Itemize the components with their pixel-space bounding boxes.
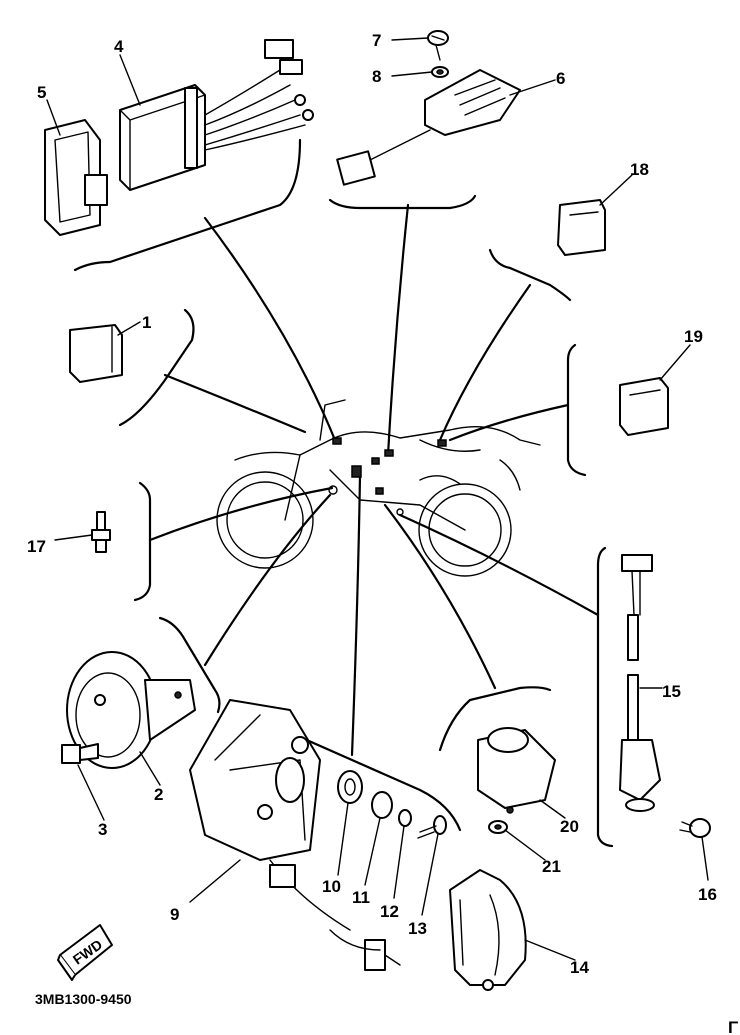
callout-7: 7 [372,31,381,50]
part-6-rectifier [336,69,521,186]
callout-10: 10 [322,877,341,896]
mount-point [351,465,362,478]
brace-15 [596,546,614,848]
callout-12: 12 [380,902,399,921]
callout-20: 20 [560,817,579,836]
callout-19: 19 [684,327,703,346]
part-5-cover [44,119,108,236]
callout-21: 21 [542,857,561,876]
callout-1: 1 [142,313,151,332]
callout-numbers: 1 2 3 4 5 6 7 8 9 10 11 12 13 14 15 16 1… [27,31,717,977]
brace-top-center [328,194,477,210]
group-braces [73,138,614,848]
callout-17: 17 [27,537,46,556]
callout-15: 15 [662,682,681,701]
brace-20 [438,686,552,752]
motorcycle-outline [216,399,541,577]
part-2-horn [66,651,196,769]
callout-8: 8 [372,67,381,86]
callout-leaders [46,37,709,961]
part-20-buzzer [477,727,556,814]
part-3-bolt [61,743,99,764]
part-8-washer [431,66,449,78]
part-15-sensor [619,554,661,812]
brace-right-19 [566,343,587,477]
part-1-flasher-relay [69,324,123,383]
part-code: 3MB1300-9450 [35,991,132,1007]
corner-mark: Γ [728,1018,738,1035]
brace-switch-9 [248,713,462,832]
callout-6: 6 [556,69,565,88]
callout-2: 2 [154,785,163,804]
part-9-switch-assembly [189,699,401,971]
part-18-relay [557,199,606,256]
callout-3: 3 [98,820,107,839]
callout-18: 18 [630,160,649,179]
part-13-screw [417,815,447,839]
part-10-grommet [337,770,363,804]
part-21-grommet [488,820,508,834]
brace-left-1 [118,308,195,427]
part-11-collar [371,791,393,819]
brace-top-left [73,138,302,272]
callout-16: 16 [698,885,717,904]
callout-4: 4 [114,37,124,56]
callout-13: 13 [408,919,427,938]
callout-11: 11 [352,888,370,907]
part-16-bolt [679,818,711,838]
part-19-relay [619,377,669,436]
callout-14: 14 [570,958,589,977]
brace-left-17 [133,481,152,602]
brace-horn [158,616,221,714]
part-12-washer [398,809,412,827]
fwd-arrow-icon: FWD [57,924,113,981]
callout-9: 9 [170,905,179,924]
callout-5: 5 [37,83,46,102]
part-7-screw [427,30,449,61]
part-14-cover [449,869,527,991]
part-4-cdi-unit [119,39,314,191]
brace-right-18 [488,248,572,302]
part-17-switch [91,511,111,553]
leader-lines [148,203,600,757]
